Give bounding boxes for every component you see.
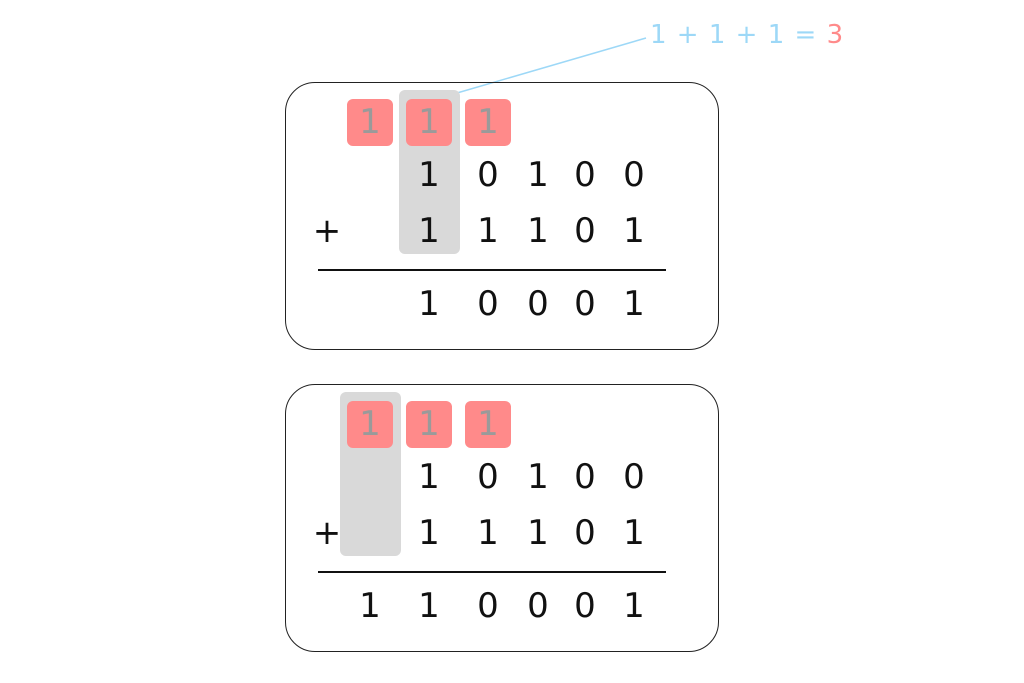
addend-2-digit: 1 xyxy=(477,211,499,251)
addend-2-digit: 0 xyxy=(574,513,596,553)
addend-2-digit: 1 xyxy=(418,513,440,553)
addend-2-digit: 1 xyxy=(623,211,645,251)
result-digit: 1 xyxy=(623,586,645,626)
callout-text: 1 + 1 + 1 = 3 xyxy=(650,20,845,50)
addend-2-digit: 1 xyxy=(527,211,549,251)
sum-rule xyxy=(318,571,666,573)
addend-1-digit: 0 xyxy=(574,457,596,497)
addend-1-digit: 0 xyxy=(623,155,645,195)
addend-1-digit: 1 xyxy=(527,155,549,195)
carry-digit: 1 xyxy=(347,401,393,448)
result-digit: 0 xyxy=(527,586,549,626)
addend-1-digit: 1 xyxy=(418,457,440,497)
addend-2-digit: 1 xyxy=(623,513,645,553)
sum-rule xyxy=(318,269,666,271)
plus-operator: + xyxy=(312,513,342,553)
addend-1-digit: 0 xyxy=(477,457,499,497)
carry-digit: 1 xyxy=(465,401,511,448)
result-digit: 1 xyxy=(418,586,440,626)
addend-2-digit: 1 xyxy=(527,513,549,553)
carry-digit: 1 xyxy=(406,99,452,146)
carry-digit: 1 xyxy=(347,99,393,146)
result-digit: 0 xyxy=(477,284,499,324)
addend-1-digit: 0 xyxy=(477,155,499,195)
carry-digit: 1 xyxy=(465,99,511,146)
addend-1-digit: 1 xyxy=(527,457,549,497)
addend-2-digit: 1 xyxy=(477,513,499,553)
result-digit: 0 xyxy=(574,284,596,324)
addend-1-digit: 0 xyxy=(574,155,596,195)
addend-2-digit: 0 xyxy=(574,211,596,251)
plus-operator: + xyxy=(312,211,342,251)
result-digit: 1 xyxy=(623,284,645,324)
result-digit: 0 xyxy=(477,586,499,626)
addend-2-digit: 1 xyxy=(418,211,440,251)
result-digit: 0 xyxy=(574,586,596,626)
carry-digit: 1 xyxy=(406,401,452,448)
addend-1-digit: 0 xyxy=(623,457,645,497)
result-digit: 1 xyxy=(359,586,381,626)
result-digit: 0 xyxy=(527,284,549,324)
result-digit: 1 xyxy=(418,284,440,324)
addend-1-digit: 1 xyxy=(418,155,440,195)
